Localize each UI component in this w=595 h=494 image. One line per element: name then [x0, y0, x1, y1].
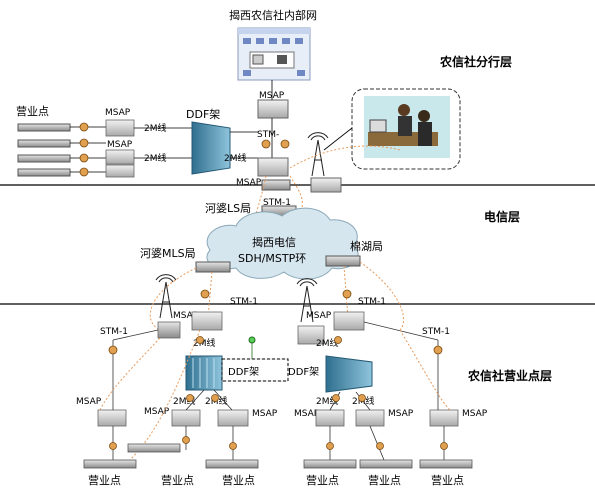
lower-left-msap-label: MSAP: [173, 311, 199, 321]
lower-left-ddf-slots: [192, 358, 215, 388]
stm1-label-left: STM-1: [230, 297, 258, 307]
upper-2m-label-2: 2M线: [144, 152, 167, 164]
branch-outlet-label: 营业点: [16, 104, 49, 118]
upper-msap-devices: [105, 119, 135, 178]
heli-ls-label: 河婆LS局: [205, 202, 251, 215]
layer-label-branch: 农信社分行层: [439, 54, 512, 69]
stm1-label-far-right: STM-1: [422, 327, 450, 337]
lower-center-msap-label: MSAP: [236, 178, 262, 188]
center-msap-bottom: [257, 157, 289, 177]
heli-mls-label: 河婆MLS局: [140, 247, 196, 260]
bottom-outlet-switches: [83, 443, 473, 469]
stm1-label-upper: STM-1: [263, 198, 291, 208]
mianhu-switch: [325, 255, 361, 267]
center-router-2: [310, 177, 342, 193]
lower-right-2m-label: 2M线: [316, 337, 339, 349]
mianhu-label: 棉湖局: [350, 239, 383, 253]
upper-ddf-rack: [191, 121, 231, 175]
selection-handle: [248, 336, 256, 344]
upper-2m-links: [134, 127, 192, 159]
center-msap-top: [257, 99, 289, 119]
bottom-msap-label-4: MSAP: [294, 409, 320, 419]
upper-fiber-nodes: [79, 122, 89, 177]
layer-label-telecom: 电信层: [484, 209, 520, 224]
lower-fiber-dotted: [99, 329, 451, 461]
lower-fiber-nodes: [108, 289, 448, 450]
office-workers-icon: [364, 96, 450, 158]
fiber-paths-middle: [149, 261, 405, 331]
lower-right-msap-label: MSAP: [306, 311, 332, 321]
intranet-title: 揭西农信社内部网: [229, 8, 317, 22]
bottom-msap-label-5: MSAP: [388, 409, 414, 419]
upper-msap-label-2: MSAP: [107, 140, 133, 150]
stm1-label-right: STM-1: [358, 297, 386, 307]
stm1-label-far-left: STM-1: [100, 327, 128, 337]
bottom-msap-label-3: MSAP: [252, 409, 278, 419]
outlet-label-6: 营业点: [431, 473, 464, 487]
upper-ddf-label: DDF架: [186, 108, 220, 121]
outlet-label-1: 营业点: [88, 473, 121, 487]
outlet-label-3: 营业点: [222, 473, 255, 487]
center-router: [261, 179, 291, 191]
upper-outlet-links: [70, 126, 106, 173]
upper-antenna-icon: [307, 132, 329, 177]
upper-2m-label-1: 2M线: [144, 122, 167, 134]
lower-ddf-label-1: DDF架: [228, 366, 259, 378]
bottom-msap-devices: [97, 409, 459, 427]
heli-mls-switch: [195, 261, 231, 273]
outlet-label-2: 营业点: [161, 473, 194, 487]
upper-ddf-2m-label: 2M线: [224, 152, 247, 164]
bottom-msap-label-2: MSAP: [144, 407, 170, 417]
upper-msap-label-1: MSAP: [105, 108, 131, 118]
center-stm-label: STM-: [257, 130, 279, 140]
center-fiber-node-2: [280, 139, 290, 149]
outlet-label-4: 营业点: [306, 473, 339, 487]
lower-connection-lines: [112, 321, 445, 461]
bottom-msap-label-6: MSAP: [462, 409, 488, 419]
layer-label-outlet: 农信社营业点层: [467, 368, 552, 383]
upper-outlet-switches: [17, 123, 71, 177]
office-link: [323, 127, 353, 151]
lower-right-msap-devices: [297, 311, 365, 345]
cloud-subtitle: SDH/MSTP环: [238, 252, 306, 265]
lower-right-ddf-rack: [325, 355, 373, 393]
intranet-building-icon: [237, 27, 311, 81]
upper-ddf-links: [230, 131, 262, 159]
cloud-title: 揭西电信: [252, 235, 296, 249]
lower-left-antenna-icon: [155, 274, 177, 319]
telecom-cloud: [206, 207, 359, 280]
lower-left-msap-devices: [157, 311, 223, 339]
lower-right-antenna-icon: [296, 278, 318, 323]
outlet-label-5: 营业点: [368, 473, 401, 487]
lower-left-ddf-rack: [185, 355, 223, 391]
center-fiber-node-1: [261, 139, 271, 149]
lower-ddf-label-2: DDF架: [288, 366, 319, 378]
ddf-hatch: [221, 358, 289, 382]
bottom-msap-label-1: MSAP: [76, 397, 102, 407]
